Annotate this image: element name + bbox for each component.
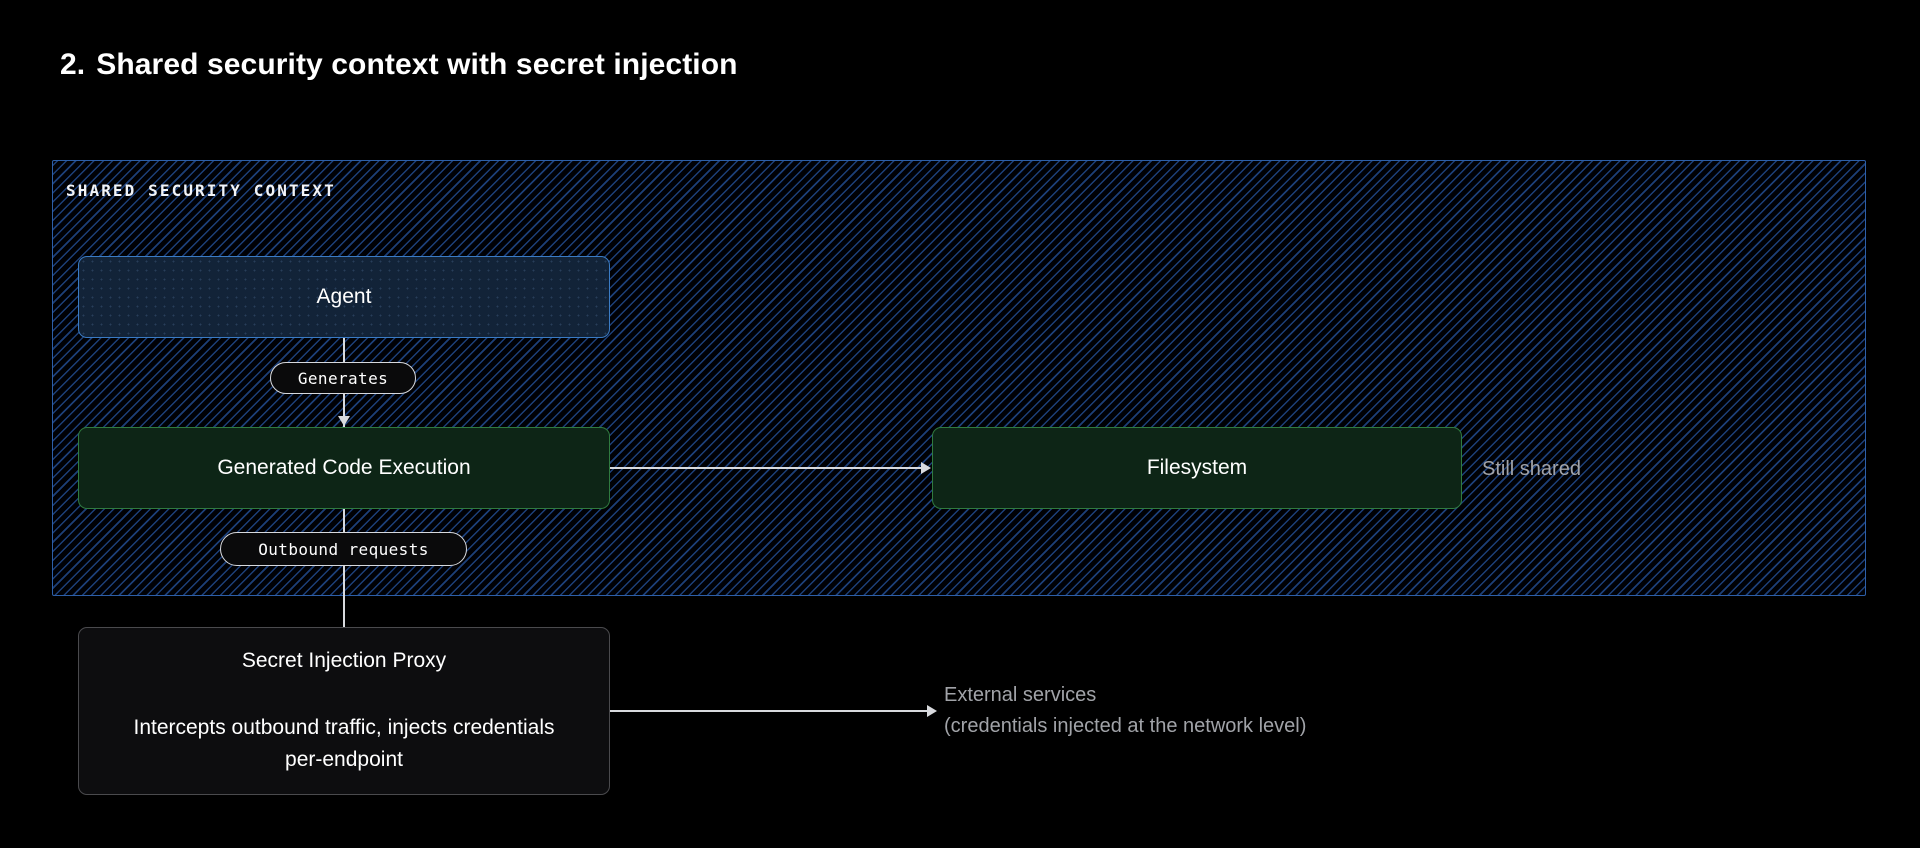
edge-proxy-to-external xyxy=(610,710,928,712)
arrow-agent-to-code-icon xyxy=(337,416,350,426)
node-generated-code-execution-label: Generated Code Execution xyxy=(217,455,471,479)
edge-label-generates-text: Generates xyxy=(297,368,389,388)
node-agent-label: Agent xyxy=(316,284,372,308)
edge-label-outbound-requests-text: Outbound requests xyxy=(258,539,429,559)
node-secret-injection-proxy[interactable]: Secret Injection Proxy Intercepts outbou… xyxy=(78,627,610,795)
page-title: 2. Shared security context with secret in… xyxy=(60,48,738,82)
shared-security-context-label: SHARED SECURITY CONTEXT xyxy=(66,181,336,200)
node-filesystem-label: Filesystem xyxy=(1146,455,1248,479)
shared-security-context-container: SHARED SECURITY CONTEXT xyxy=(52,160,1866,596)
node-secret-injection-proxy-title: Secret Injection Proxy xyxy=(241,649,447,672)
edge-code-to-filesystem xyxy=(610,467,922,469)
page-title-text: Shared security context with secret inje… xyxy=(96,48,738,81)
edge-label-outbound-requests: Outbound requests xyxy=(220,532,467,566)
node-filesystem[interactable]: Filesystem xyxy=(932,427,1462,509)
edge-code-to-proxy xyxy=(343,509,345,627)
node-generated-code-execution[interactable]: Generated Code Execution xyxy=(78,427,610,509)
annotation-still-shared: Still shared xyxy=(1482,458,1581,480)
arrow-proxy-to-external-icon xyxy=(927,704,937,717)
page-title-number: 2. xyxy=(60,48,86,81)
edge-label-generates: Generates xyxy=(270,362,416,394)
node-secret-injection-proxy-description: Intercepts outbound traffic, injects cre… xyxy=(133,716,555,771)
node-agent[interactable]: Agent xyxy=(78,256,610,338)
annotation-external-services: External services (credentials injected … xyxy=(944,680,1306,742)
annotation-external-services-line2: (credentials injected at the network lev… xyxy=(944,715,1307,737)
arrow-code-to-filesystem-icon xyxy=(921,461,931,474)
annotation-external-services-line1: External services xyxy=(944,684,1097,706)
